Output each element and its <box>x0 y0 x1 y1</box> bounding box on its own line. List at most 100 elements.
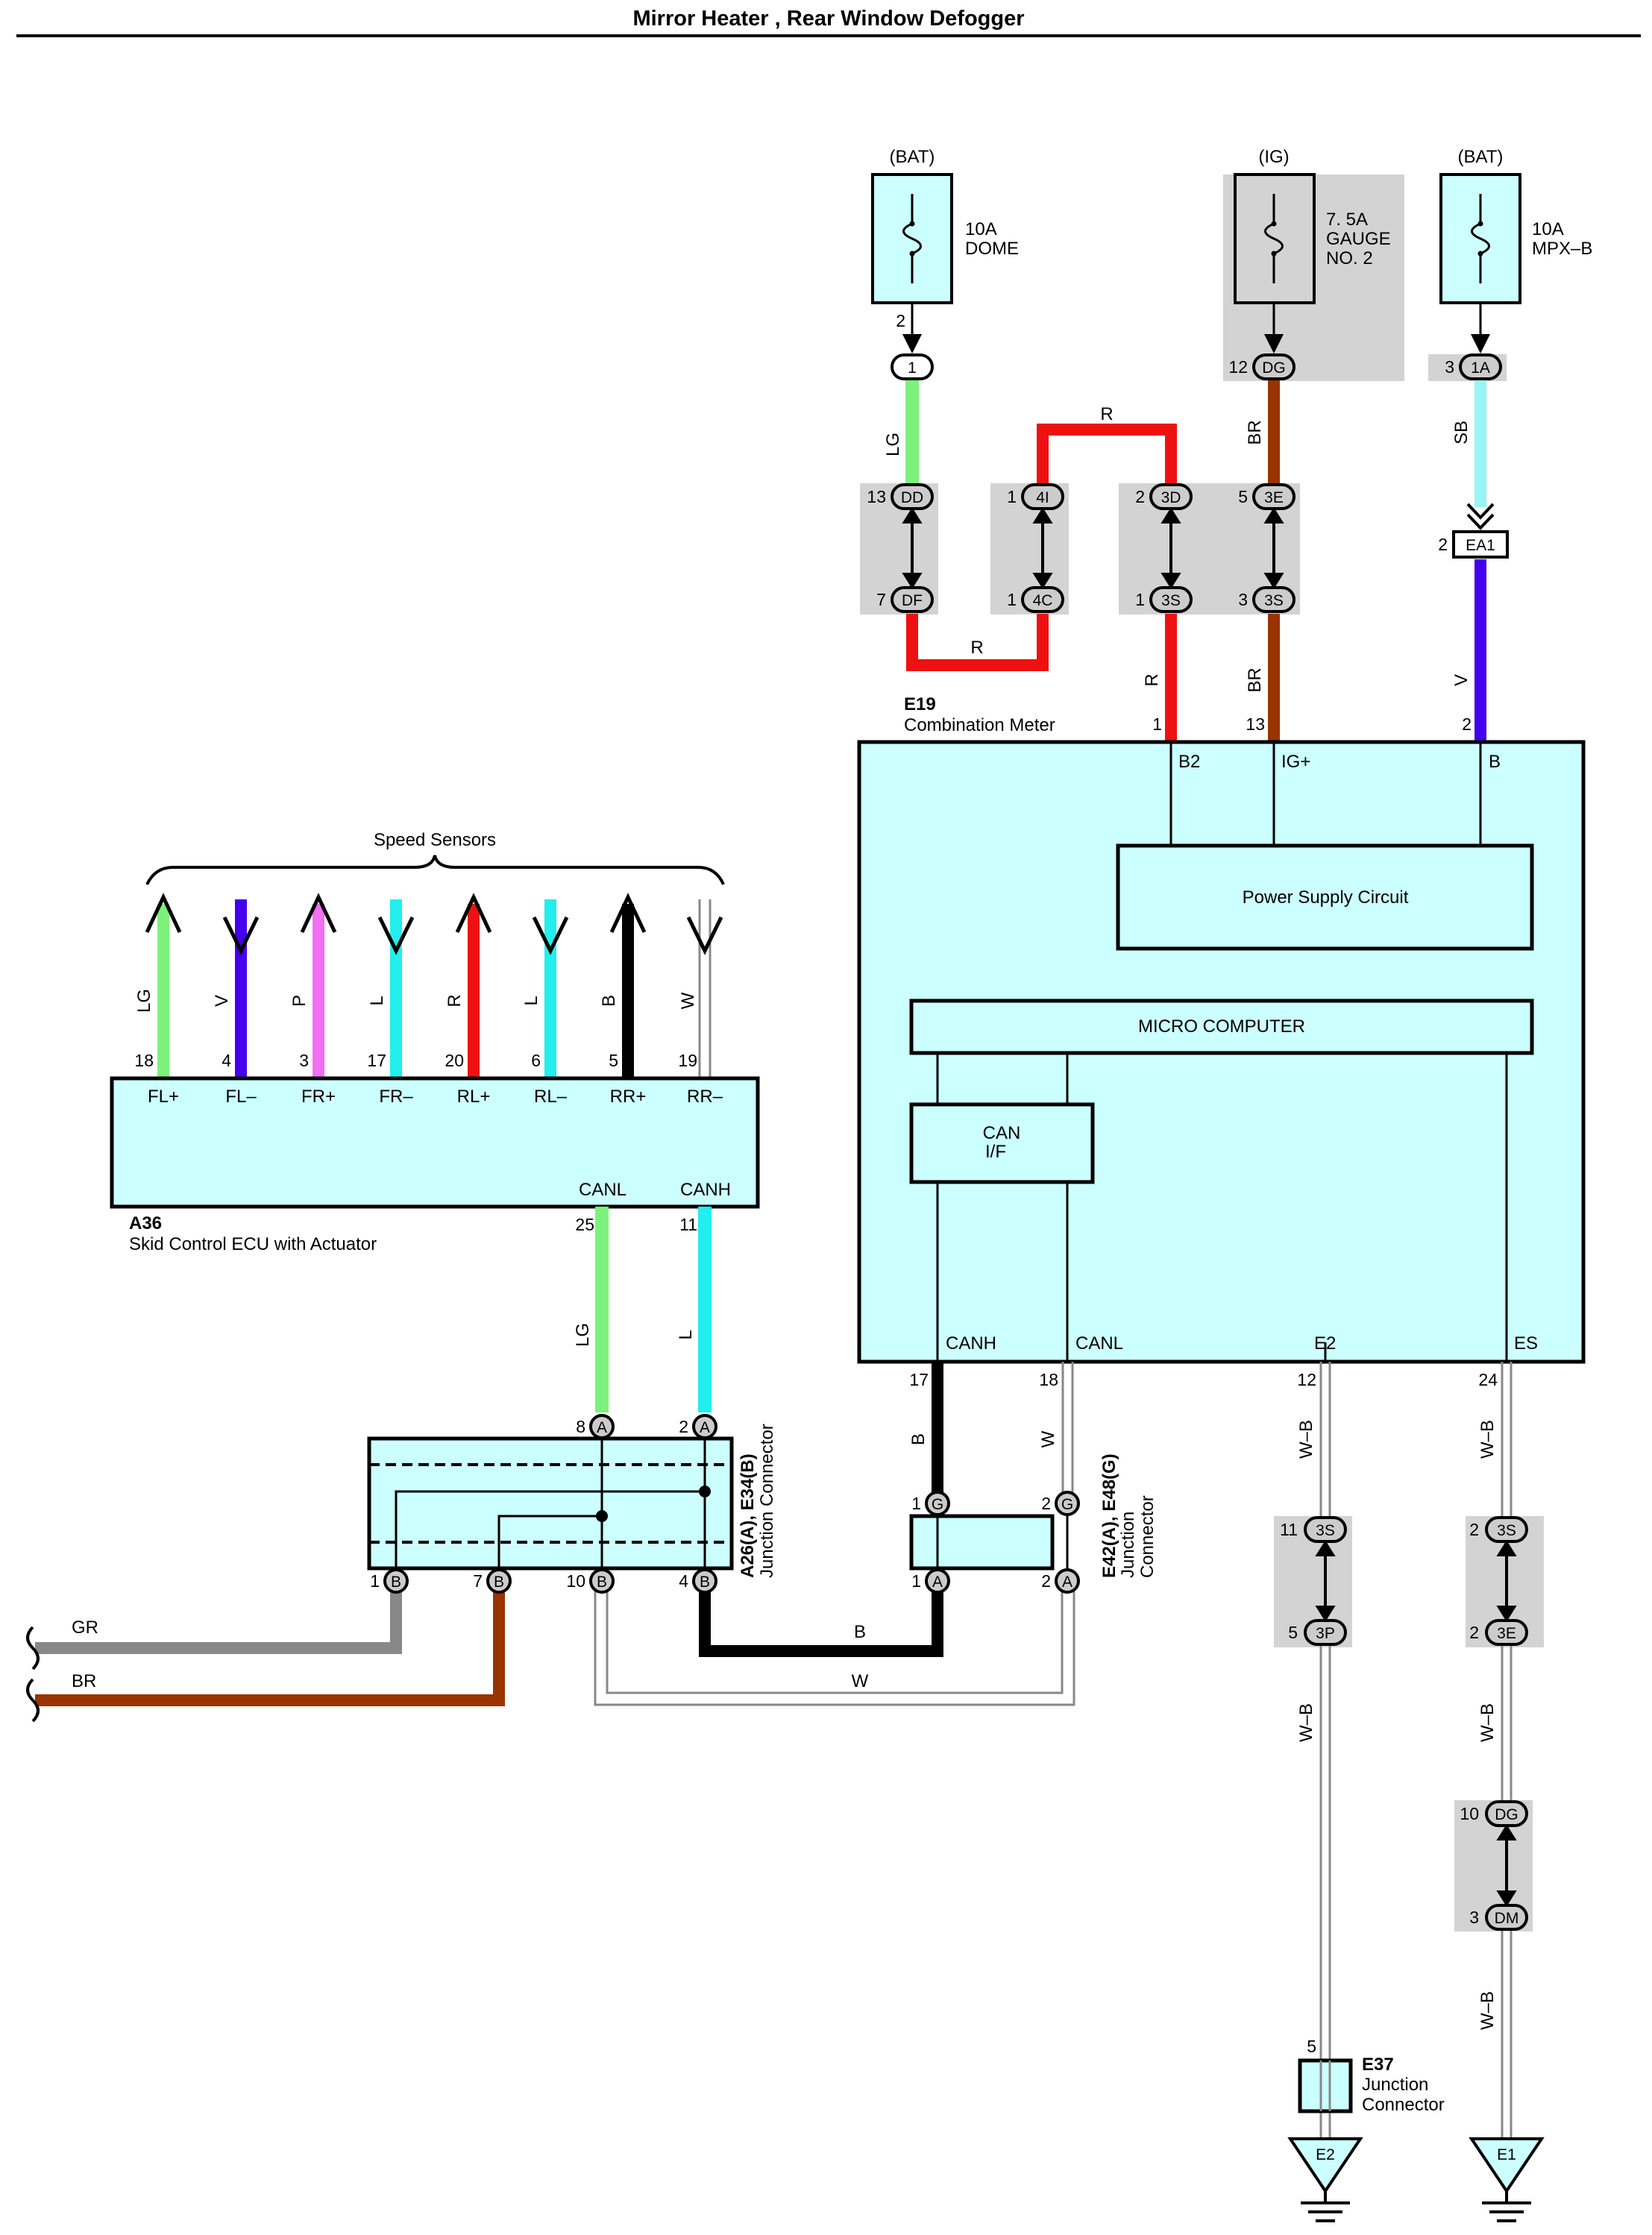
pin-1-3s: 1 <box>1135 590 1145 609</box>
micro-computer-label: MICRO COMPUTER <box>1138 1016 1305 1037</box>
pin-jc-1: 1 <box>370 1571 380 1591</box>
pin-13-dd: 13 <box>867 487 886 506</box>
pill-dm-label: DM <box>1495 1910 1519 1927</box>
meter-code: E19 <box>904 694 936 714</box>
pill-dg-top-label: DG <box>1262 359 1286 377</box>
pill-dg-10-label: DG <box>1495 1806 1518 1823</box>
pill-4i-label: 4I <box>1036 489 1049 506</box>
wire-label-red-top: R <box>1100 404 1113 424</box>
fuse-dome: (BAT) 10A DOME <box>871 147 1019 340</box>
fuse-dome-rating: 10A <box>965 219 997 239</box>
power-supply-label: Power Supply Circuit <box>1243 887 1409 908</box>
ss-label-1: LG <box>134 989 154 1013</box>
ss-pin-18: 18 <box>134 1051 154 1070</box>
e37-code: E37 <box>1362 2055 1394 2075</box>
ss-label-5: R <box>445 994 465 1007</box>
pin-5-3e: 5 <box>1238 487 1248 506</box>
ecu-code: A36 <box>129 1213 162 1233</box>
wire-red-upper <box>1037 424 1177 483</box>
jc-term-g2 <box>1055 1491 1080 1516</box>
pin-jc-4: 4 <box>679 1571 688 1591</box>
pin-2-3d: 2 <box>1135 487 1145 506</box>
mate-dd-df-up <box>902 507 923 524</box>
jc-term-b4 <box>692 1568 717 1594</box>
mate-4i-4c-down <box>1032 573 1053 589</box>
fuse-mpx-name: MPX–B <box>1532 239 1592 259</box>
jc-term-a2-label: A <box>700 1419 710 1436</box>
ground-wire-labels: W–B W–B W–B W–B W–B <box>1296 1420 1498 2030</box>
pin-12-dg: 12 <box>1228 357 1248 377</box>
pin-1-4i: 1 <box>1007 487 1017 506</box>
can-label-2: I/F <box>985 1142 1006 1162</box>
ground-wires <box>1319 1362 1513 2148</box>
ecu-terminal-fl-plus: FL+ <box>148 1087 179 1107</box>
pill-1a-label: 1A <box>1471 359 1490 377</box>
jc-term-b1-label: B <box>391 1574 401 1591</box>
wire-label-w-canl: W <box>1038 1430 1058 1447</box>
wire-label-canl-ecu: LG <box>573 1323 593 1347</box>
ss-pin-3: 3 <box>299 1051 309 1070</box>
speed-sensors-brace <box>145 855 725 885</box>
skid-control-ecu: FL+ FL– FR+ FR– RL+ RL– RR+ RR– CANL CAN… <box>110 1076 760 1254</box>
ss-arrow-1 <box>145 893 182 934</box>
pill-3e-2-label: 3E <box>1497 1625 1516 1642</box>
pill-labels-upper: 1 DG 1A DD DF 4I 4C 3D 3S 3E 3S <box>901 359 1490 609</box>
ss-arrow-2 <box>222 916 260 955</box>
jc1-link-canh <box>395 1490 705 1568</box>
ecu-box <box>110 1076 760 1209</box>
junction-connector-e37: E37 Junction Connector <box>1298 2055 1445 2115</box>
mating-arrows-lower <box>1315 1540 1517 1907</box>
speed-sensor-wire-labels: LG V P L R L B W <box>134 989 698 1013</box>
pin-2-dome: 2 <box>896 311 905 330</box>
pin-jc-10: 10 <box>566 1571 585 1591</box>
pin-2-3s: 2 <box>1469 1520 1479 1539</box>
wire-label-wb-2: W–B <box>1477 1420 1498 1459</box>
fuse-mpx: (BAT) 10A MPX–B <box>1439 147 1592 340</box>
jc-term-a2 <box>692 1414 717 1439</box>
ss-label-8: W <box>678 992 698 1009</box>
ecu-terminal-fr-plus: FR+ <box>301 1087 336 1107</box>
ss-label-2: V <box>212 995 232 1007</box>
jc1-box <box>367 1436 734 1571</box>
power-supply-circuit <box>1116 843 1534 951</box>
fuse-gauge-node <box>1271 221 1277 227</box>
jc1-node-canh <box>699 1486 711 1497</box>
pill-3s-b-label: 3S <box>1264 592 1284 609</box>
pill-3p-label: 3P <box>1316 1625 1335 1642</box>
ss-arrow-5 <box>455 893 492 934</box>
ecu-terminal-fr-minus: FR– <box>379 1087 413 1107</box>
fuse-gauge-name-2: NO. 2 <box>1326 248 1373 268</box>
wire-label-red-bottom: R <box>970 638 983 658</box>
pin-es-24: 24 <box>1478 1370 1498 1389</box>
pin-jc-ea2: 2 <box>1041 1571 1051 1591</box>
wire-labels-upper: LG R R R BR BR SB V <box>883 404 1472 693</box>
fuse-dome-node <box>909 221 915 227</box>
pin-meter-1: 1 <box>1152 714 1162 734</box>
wire-label-red-meter: R <box>1142 673 1162 686</box>
mate-dd-df-down <box>902 573 923 589</box>
pin-ecu-25: 25 <box>575 1215 594 1234</box>
jc-terminals <box>383 1414 1080 1594</box>
jc-term-a8 <box>589 1414 615 1439</box>
wire-w-bottom-outer <box>594 1581 1075 1706</box>
ss-label-3: P <box>289 995 310 1007</box>
pill-1-label: 1 <box>908 359 917 377</box>
wire-label-br-meter: BR <box>1245 667 1265 692</box>
e37-name-1: Junction <box>1362 2075 1428 2095</box>
pin-ecu-11: 11 <box>679 1215 697 1234</box>
diagram-title: Mirror Heater , Rear Window Defogger <box>632 7 1024 31</box>
pin-3-3s: 3 <box>1238 590 1248 609</box>
pin-3-dm: 3 <box>1469 1908 1479 1927</box>
pin-2-ea1: 2 <box>1438 535 1448 554</box>
can-label-1: CAN <box>983 1123 1021 1143</box>
ss-arrow-7 <box>609 893 647 934</box>
jc-terminal-labels: A A B B B B G G A A <box>391 1419 1073 1591</box>
jc1-node-canl <box>596 1510 608 1522</box>
wire-label-wb-1: W–B <box>1296 1420 1316 1459</box>
ss-arrow-8 <box>686 916 723 955</box>
speed-sensors-label: Speed Sensors <box>374 830 496 850</box>
pin-5-e37: 5 <box>1307 2037 1316 2056</box>
wire-label-gr: GR <box>72 1618 98 1638</box>
speed-sensor-arrows <box>145 893 723 955</box>
wire-label-wb-4: W–B <box>1477 1703 1498 1742</box>
